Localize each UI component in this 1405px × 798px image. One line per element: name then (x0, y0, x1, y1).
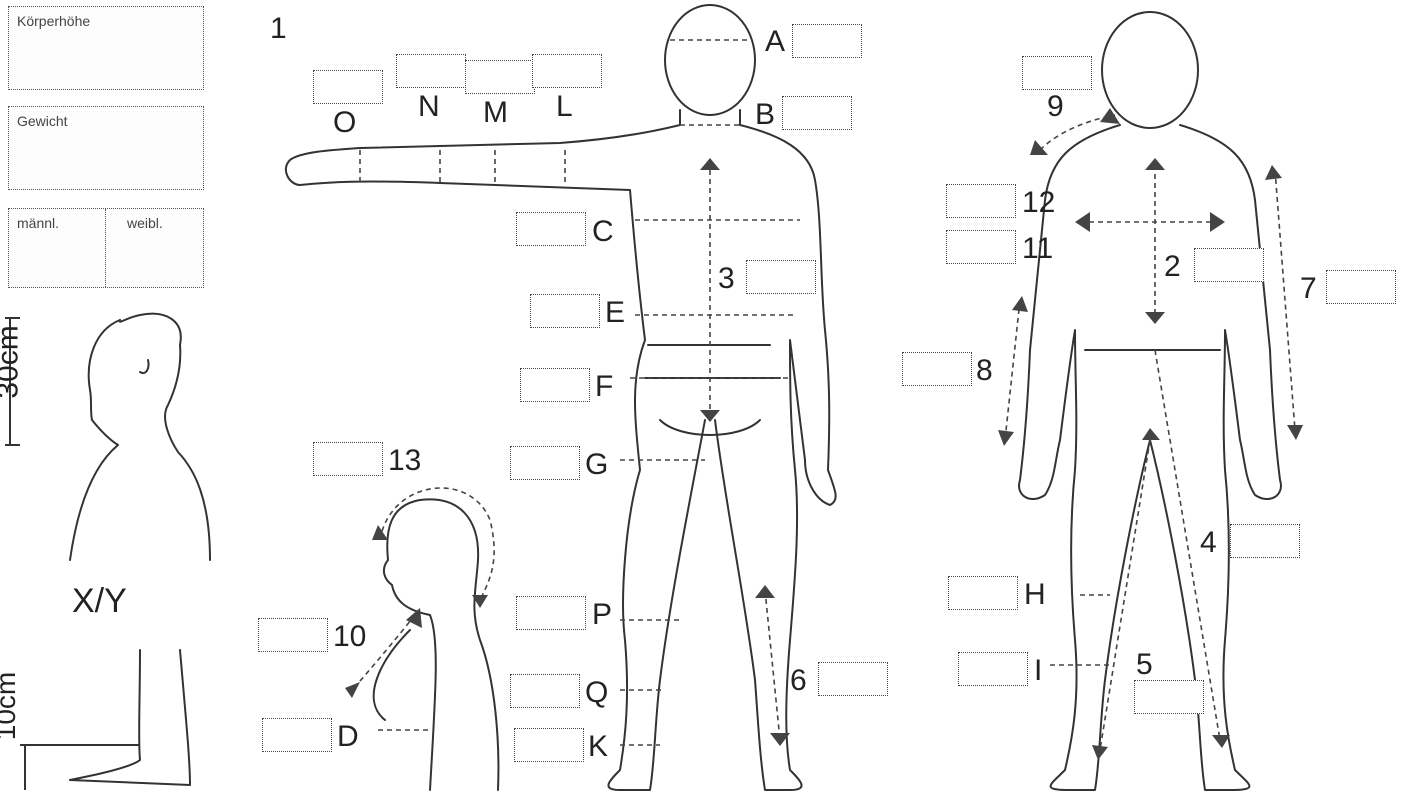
marker-4: 4 (1200, 528, 1217, 558)
box-3[interactable] (746, 260, 816, 294)
arrowhead-4-bottom (1212, 735, 1230, 748)
scale-10cm-label: 10cm (0, 672, 22, 740)
box-2[interactable] (1194, 248, 1264, 282)
profile-torso-figure (70, 314, 210, 560)
box-8[interactable] (902, 352, 972, 386)
marker-h: H (1024, 580, 1046, 610)
box-q[interactable] (510, 674, 580, 708)
arrowhead-10-bottom (345, 682, 360, 698)
box-n[interactable] (396, 54, 466, 88)
marker-2: 2 (1164, 252, 1181, 282)
measure-line-7 (1275, 170, 1295, 430)
measure-line-6 (765, 590, 780, 740)
marker-e: E (605, 298, 625, 328)
arrowhead-7-top (1265, 165, 1282, 180)
box-p[interactable] (516, 596, 586, 630)
marker-p: P (592, 600, 612, 630)
arrowhead-6-top (755, 585, 775, 598)
profile-foot-figure (70, 650, 190, 785)
box-a[interactable] (792, 24, 862, 58)
marker-11: 11 (1022, 234, 1053, 264)
box-13[interactable] (313, 442, 383, 476)
marker-13: 13 (388, 446, 421, 476)
marker-l: L (556, 92, 573, 122)
arrowhead-2-bottom (1145, 312, 1165, 324)
marker-6: 6 (790, 666, 807, 696)
marker-g: G (585, 450, 608, 480)
marker-1: 1 (270, 14, 287, 44)
arrowhead-8-bottom (998, 430, 1014, 446)
box-c[interactable] (516, 212, 586, 246)
marker-f: F (595, 372, 613, 402)
arrowhead-3-top (700, 158, 720, 170)
arrowhead-13-left (372, 525, 388, 540)
box-4[interactable] (1230, 524, 1300, 558)
xy-label: X/Y (72, 582, 127, 621)
side-head-figure (374, 499, 499, 790)
box-9[interactable] (1022, 56, 1092, 90)
box-i[interactable] (958, 652, 1028, 686)
measure-line-arm (360, 150, 565, 185)
marker-k: K (588, 732, 608, 762)
marker-3: 3 (718, 264, 735, 294)
marker-5: 5 (1136, 650, 1153, 680)
box-6[interactable] (818, 662, 888, 696)
box-h[interactable] (948, 576, 1018, 610)
arrowhead-12-right (1210, 212, 1225, 232)
marker-10: 10 (333, 622, 366, 652)
box-g[interactable] (510, 446, 580, 480)
box-10[interactable] (258, 618, 328, 652)
box-d[interactable] (262, 718, 332, 752)
marker-9: 9 (1047, 92, 1064, 122)
arrowhead-5-top (1142, 428, 1160, 440)
box-k[interactable] (514, 728, 584, 762)
scale-30cm-label: 30cm (0, 325, 26, 398)
marker-b: B (755, 100, 775, 130)
arrowhead-9-left (1030, 140, 1048, 155)
box-o[interactable] (313, 70, 383, 104)
marker-o: O (333, 108, 356, 138)
box-e[interactable] (530, 294, 600, 328)
box-m[interactable] (465, 60, 535, 94)
marker-8: 8 (976, 356, 993, 386)
marker-q: Q (585, 678, 608, 708)
arrowhead-5-bottom (1092, 745, 1108, 760)
box-5[interactable] (1134, 680, 1204, 714)
box-l[interactable] (532, 54, 602, 88)
box-12[interactable] (946, 184, 1016, 218)
marker-7: 7 (1300, 274, 1317, 304)
box-f[interactable] (520, 368, 590, 402)
arrowhead-12-left (1075, 212, 1090, 232)
arrowhead-3-bottom (700, 410, 720, 422)
box-7[interactable] (1326, 270, 1396, 304)
arrowhead-9-right (1100, 108, 1120, 124)
box-b[interactable] (782, 96, 852, 130)
marker-d: D (337, 722, 359, 752)
arrowhead-2-top (1145, 158, 1165, 170)
marker-n: N (418, 92, 440, 122)
measure-line-8 (1005, 300, 1020, 440)
box-11[interactable] (946, 230, 1016, 264)
arrowhead-8-top (1012, 296, 1028, 312)
marker-12: 12 (1022, 188, 1055, 218)
marker-a: A (765, 27, 785, 57)
marker-i: I (1034, 656, 1042, 686)
arrowhead-7-bottom (1287, 425, 1303, 440)
marker-m: M (483, 98, 508, 128)
marker-c: C (592, 217, 614, 247)
